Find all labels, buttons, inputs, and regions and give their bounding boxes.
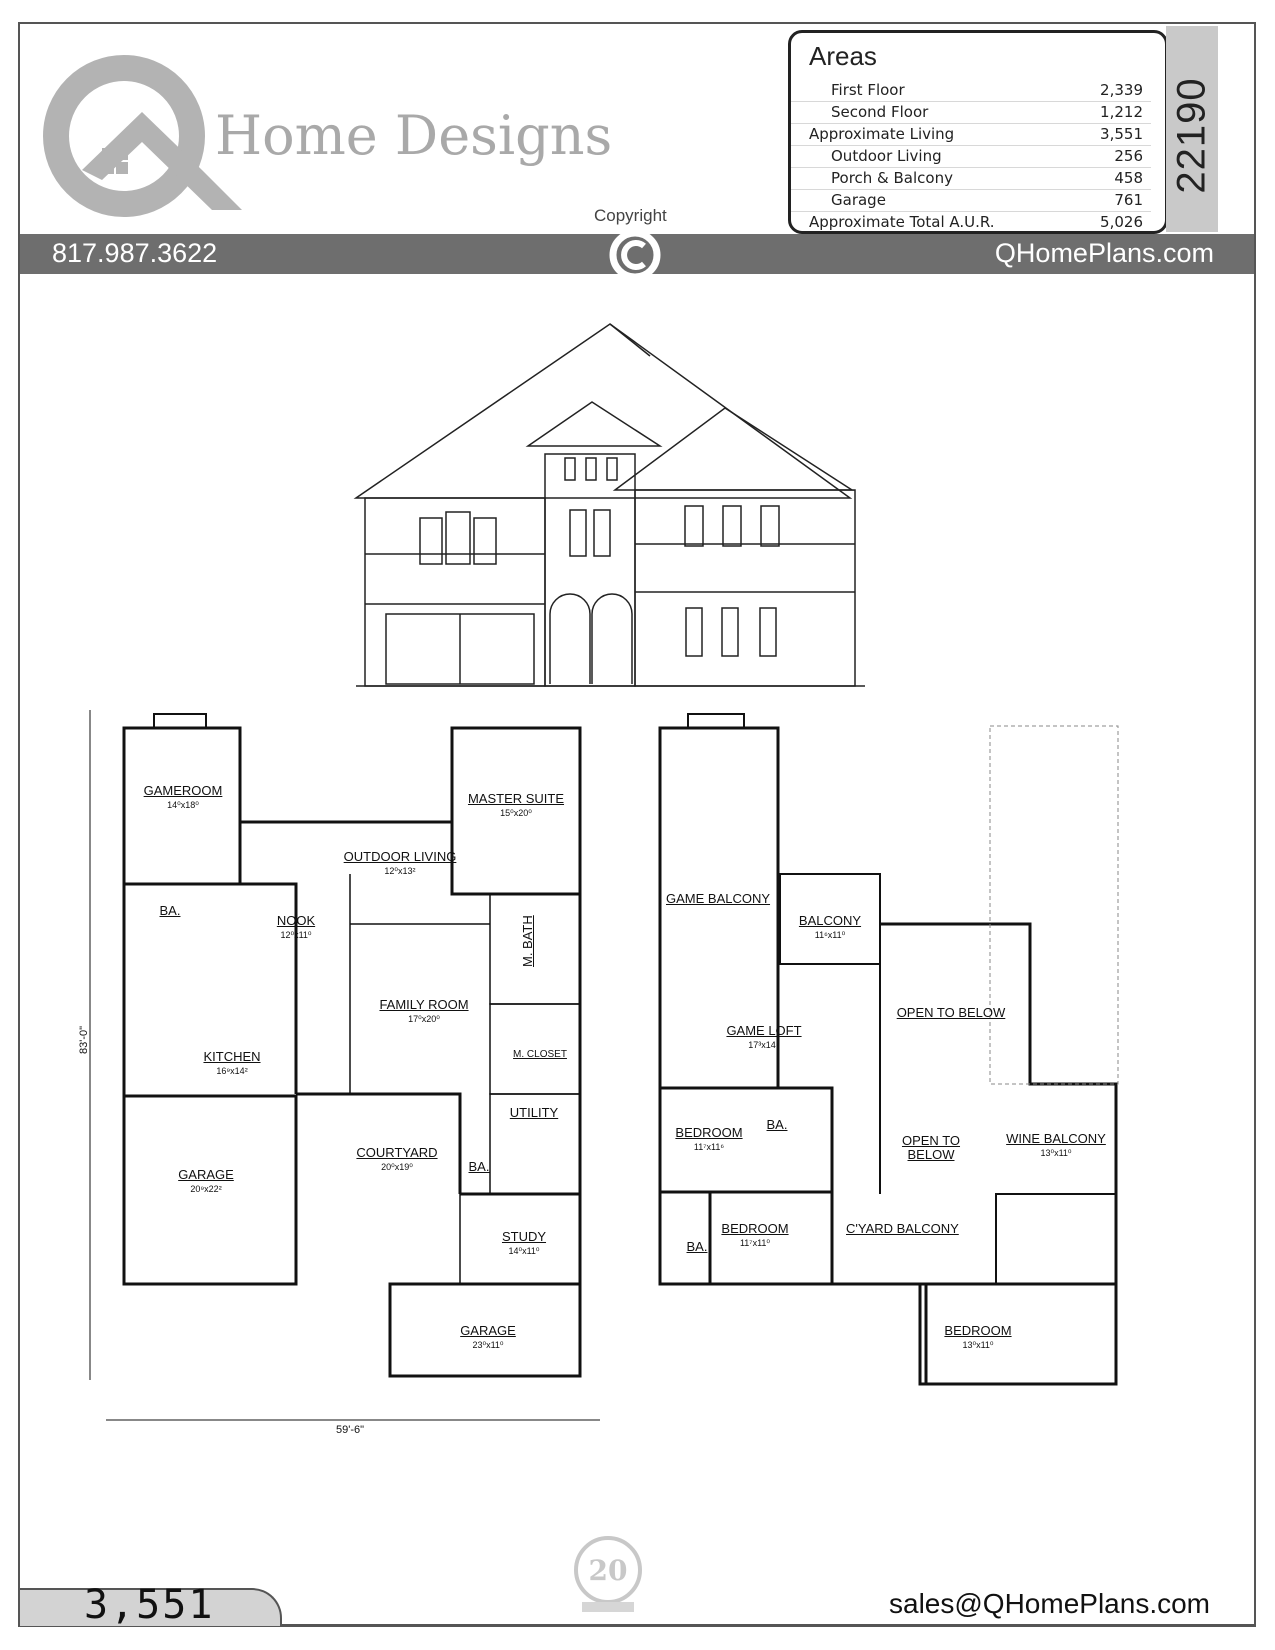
areas-table: Areas First Floor 2,339 Second Floor 1,2…	[788, 30, 1168, 234]
svg-text:20: 20	[589, 1554, 628, 1587]
area-value: 458	[1114, 169, 1143, 187]
area-value: 761	[1114, 191, 1143, 209]
area-label: First Floor	[831, 81, 905, 99]
anniversary-seal-icon: 20	[574, 1536, 642, 1612]
room-label: OPEN TO BELOW	[901, 1133, 961, 1162]
area-value: 256	[1114, 147, 1143, 165]
room-label: M. BATH	[520, 915, 535, 967]
room-label: UTILITY	[509, 1105, 559, 1120]
area-value: 3,551	[1100, 125, 1143, 143]
area-label: Porch & Balcony	[831, 169, 953, 187]
second-floor-plan	[658, 713, 1119, 1386]
area-label: Second Floor	[831, 103, 929, 121]
room-label: BA.	[686, 1239, 708, 1254]
areas-row: Approximate Living 3,551	[791, 123, 1151, 146]
elevation-and-plans-svg	[89, 323, 1119, 1421]
room-label: BA.	[468, 1159, 490, 1174]
copyright-icon	[609, 230, 661, 280]
email-link[interactable]: sales@QHomePlans.com	[889, 1588, 1210, 1619]
plan-number-text: 22190	[1169, 76, 1214, 194]
phone-number: 817.987.3622	[52, 238, 218, 268]
plan-number-tab	[1166, 26, 1218, 232]
header: Home Designs Areas First Floor 2,339 Sec…	[20, 24, 1254, 234]
room-label: C'YARD BALCONY	[846, 1221, 959, 1236]
room-label: GAME BALCONY	[666, 891, 771, 906]
footer: 3,551 20 sales@QHomePlans.com	[20, 1530, 1254, 1628]
areas-row: Garage 761	[791, 189, 1151, 212]
brand-name: Home Designs	[215, 104, 613, 167]
copyright-label: Copyright	[594, 206, 667, 225]
website-link[interactable]: QHomePlans.com	[994, 238, 1214, 268]
first-floor-dimensions	[89, 710, 600, 1421]
room-label: BA.	[159, 903, 181, 918]
living-area-tab	[20, 1588, 282, 1626]
page-frame	[18, 22, 1256, 1627]
area-label: Outdoor Living	[831, 147, 942, 165]
q-logo-icon	[43, 55, 242, 217]
area-value: 5,026	[1100, 213, 1143, 231]
first-floor-plan	[122, 713, 582, 1378]
room-label: M. CLOSET	[513, 1049, 567, 1060]
areas-row: Outdoor Living 256	[791, 145, 1151, 168]
living-area-total: 3,551	[84, 1582, 215, 1628]
areas-row: Second Floor 1,212	[791, 101, 1151, 124]
depth-dimension: 83'-0"	[78, 1025, 91, 1055]
room-label: OPEN TO BELOW	[896, 1005, 1006, 1020]
area-label: Approximate Total A.U.R.	[809, 213, 995, 231]
area-value: 1,212	[1100, 103, 1143, 121]
areas-row: Porch & Balcony 458	[791, 167, 1151, 190]
front-elevation	[353, 323, 865, 687]
room-label: BA.	[766, 1117, 788, 1132]
area-label: Approximate Living	[809, 125, 955, 143]
areas-title: Areas	[809, 41, 877, 71]
area-value: 2,339	[1100, 81, 1143, 99]
width-dimension: 59'-6"	[336, 1424, 365, 1436]
area-label: Garage	[831, 191, 886, 209]
areas-row: First Floor 2,339	[791, 79, 1151, 102]
plan-number: 22190	[1164, 70, 1220, 200]
areas-row: Approximate Total A.U.R. 5,026	[791, 211, 1151, 233]
footer-rule	[282, 1624, 1254, 1626]
